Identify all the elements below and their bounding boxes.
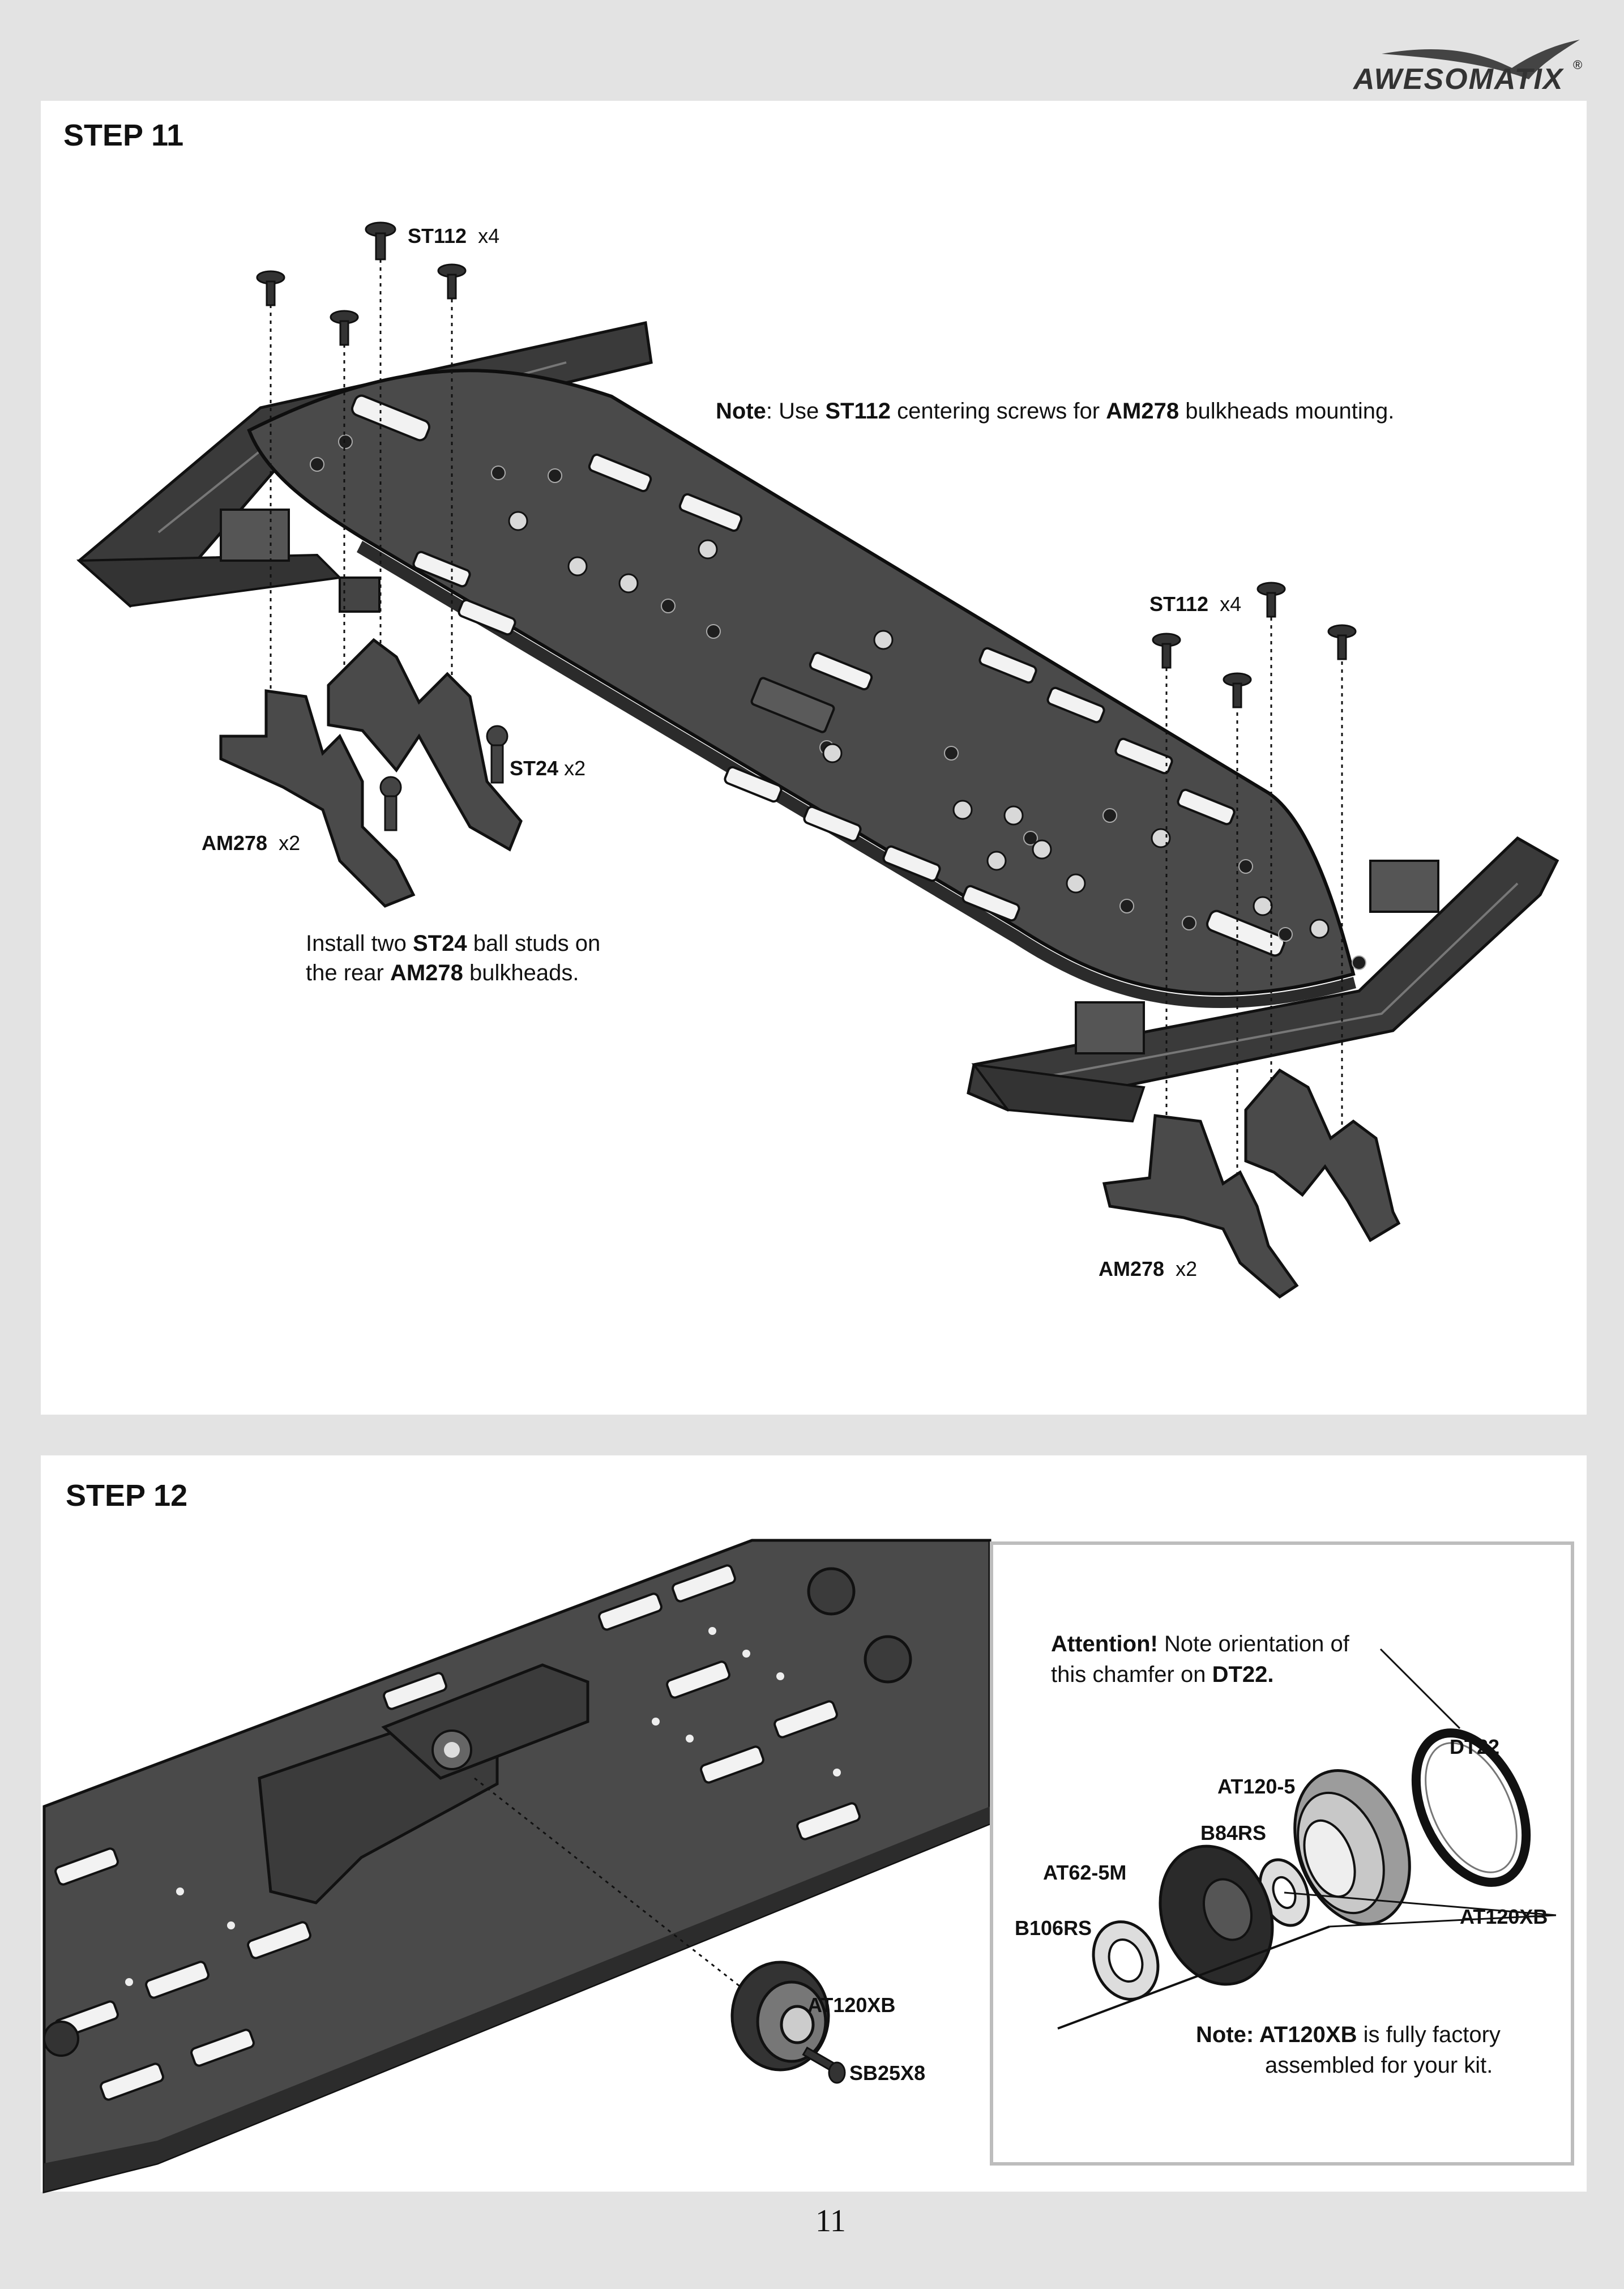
step-12-title: STEP 12 <box>66 1479 188 1513</box>
sb25x8-label: SB25X8 <box>849 2061 926 2085</box>
step-11-note: Note: Use ST112 centering screws for AM2… <box>716 399 1395 424</box>
b106rs-bearing <box>1092 1920 1160 2001</box>
logo-text: AWESOMATIX <box>1353 63 1564 96</box>
page-number: 11 <box>815 2203 846 2239</box>
am278-bulkheads-rear <box>1102 1068 1401 1299</box>
step-11-install-note: Install two ST24 ball studs on the rear … <box>306 931 601 985</box>
at120xb-pulley <box>730 1961 830 2072</box>
at62-5m-flange <box>1159 1844 1274 1986</box>
am278-left-label: AM278 x2 <box>202 831 301 855</box>
st24-ball-studs <box>379 725 508 831</box>
at120-5-gear <box>1293 1769 1411 1926</box>
am278-right-label: AM278 x2 <box>1099 1257 1198 1280</box>
step-12-chassis-illustration <box>42 1539 992 2194</box>
st112-top-label: ST112 x4 <box>408 224 500 247</box>
step-11-title: STEP 11 <box>63 118 184 152</box>
dt22-ring <box>1411 1728 1531 1887</box>
dt22-label: DT22 <box>1450 1735 1500 1758</box>
registered-mark: ® <box>1573 58 1583 72</box>
st24-label: ST24 x2 <box>510 757 586 780</box>
chassis-plate <box>247 369 1356 996</box>
st112-screws-front <box>256 221 467 346</box>
inset-exploded-pulley-illustration <box>1057 1648 1557 2030</box>
step-11-chassis-illustration <box>76 221 1559 1299</box>
inset-attention-note: Attention! Note orientation of this cham… <box>1051 1632 1349 1687</box>
am278-bulkheads-front <box>219 638 523 908</box>
b84rs-label: B84RS <box>1200 1821 1267 1844</box>
at120-5-label: AT120-5 <box>1217 1775 1296 1798</box>
brand-logo: AWESOMATIX ® <box>1342 23 1591 96</box>
st112-screws-rear <box>1152 582 1357 708</box>
at120xb-main-label: AT120XB <box>807 1993 896 2017</box>
inset-factory-note: Note: AT120XB is fully factory assembled… <box>1196 2022 1501 2078</box>
b106rs-label: B106RS <box>1015 1916 1092 1940</box>
at120xb-inset-label: AT120XB <box>1460 1905 1548 1928</box>
logo-swoosh-icon <box>1382 40 1580 79</box>
sb25x8-screw <box>802 2046 846 2084</box>
st112-right-label: ST112 x4 <box>1149 592 1242 616</box>
at62-5m-label: AT62-5M <box>1043 1861 1127 1884</box>
